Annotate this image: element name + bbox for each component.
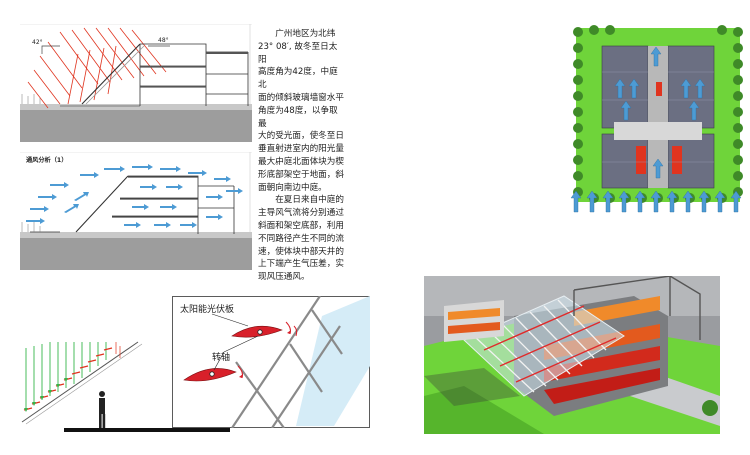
person-figure <box>99 391 106 428</box>
ventilation-drawing: 通风分析（1） <box>20 151 252 270</box>
angle-label-left: 42° <box>32 39 43 46</box>
text-line: 在夏日来自中庭的 <box>258 195 344 206</box>
text-line: 面的倾斜玻璃墙窗水平 <box>258 92 344 103</box>
green-arrow-group <box>24 378 68 412</box>
red-accent-group <box>636 82 682 174</box>
sun-ray-group <box>27 27 167 109</box>
frame-members <box>231 295 343 429</box>
rotation-arrows <box>237 321 298 379</box>
pivot-upper <box>257 329 263 335</box>
text-line: 最大。 <box>258 156 284 167</box>
text-line: 形底部架空于地面，斜 <box>258 169 344 180</box>
text-line: 垂直射进室内的阳光量 <box>258 144 344 155</box>
ground-mass <box>20 110 252 142</box>
pv-detail-drawing: 太阳能光伏板 转轴 <box>172 295 370 429</box>
ventilation-title: 通风分析（1） <box>26 156 67 164</box>
text-line: 大的受光面，使冬至日 <box>258 131 344 142</box>
floor-slab <box>64 428 230 432</box>
text-line: 斜面和架空底部，利用 <box>258 220 344 231</box>
text-line: 高度角为42度，中庭北 <box>258 67 338 91</box>
text-line: 上下端产生气压差，实 <box>258 259 344 270</box>
text-line: 速，使体块中部天井的 <box>258 246 344 257</box>
courtyard <box>648 46 668 188</box>
pivot-lower <box>209 371 215 377</box>
text-line: 不同路径产生不同的流 <box>258 233 344 244</box>
perspective-render-drawing <box>424 275 720 434</box>
label-axis: 转轴 <box>212 351 230 363</box>
text-line: 角度为48度，以争取最 <box>258 105 338 129</box>
pv-panel-upper <box>231 325 283 338</box>
text-line: 主导风气流将分别通过 <box>258 208 344 219</box>
glass-band <box>296 296 370 426</box>
site-plan-drawing <box>568 22 748 222</box>
angle-label-right: 48° <box>158 37 169 44</box>
ventilation-explanation: 中庭北面体块为楔 形底部架空于地面，斜 面朝向南边中庭。 在夏日来自中庭的 主导… <box>258 156 354 284</box>
text-line: 面朝向南边中庭。 <box>258 182 327 193</box>
pv-detail-panel: 太阳能光伏板 转轴 <box>172 295 370 429</box>
ventilation-section-panel: 通风分析（1） <box>20 151 252 270</box>
wind-arrow-group <box>570 46 742 213</box>
sun-section-drawing: 42° 48° <box>20 23 252 142</box>
sun-explanation: 广州地区为北纬 23° 08′, 故冬至日太阳 高度角为42度，中庭北 面的倾斜… <box>258 28 344 169</box>
text-line: 中庭北面体块为楔 <box>258 157 344 167</box>
site-plan-panel <box>568 22 748 222</box>
perspective-render-panel <box>424 275 720 434</box>
text-line: 广州地区为北纬 <box>258 29 336 39</box>
wind-arrow-group <box>26 164 243 228</box>
text-line: 23° 08′, 故冬至日太阳 <box>258 41 338 65</box>
text-line: 现风压通风。 <box>258 272 310 283</box>
label-pv-panel: 太阳能光伏板 <box>180 303 234 315</box>
sun-section-panel: 42° 48° <box>20 23 252 142</box>
green-ray-group <box>25 342 107 408</box>
ground-mass <box>20 238 252 270</box>
